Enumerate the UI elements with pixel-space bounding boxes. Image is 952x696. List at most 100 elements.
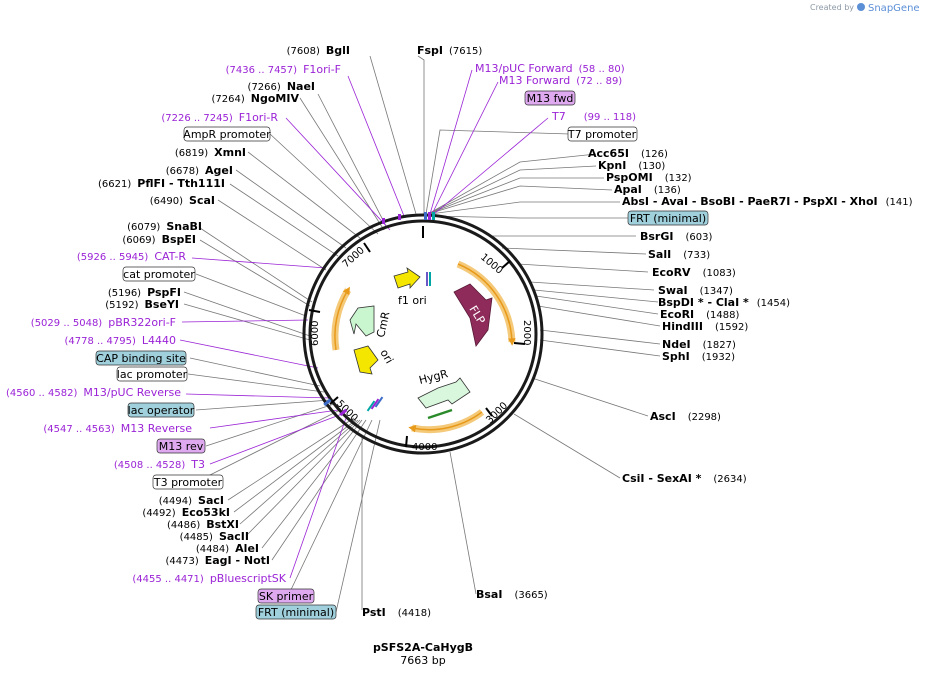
tick-marks <box>308 226 526 448</box>
site-ecorv: EcoRV(1083) <box>652 266 736 279</box>
leader-t3 <box>209 413 343 465</box>
feature-label-cmr: CmR <box>374 310 392 339</box>
box-label-frt-minimal-top: FRT (minimal) <box>630 212 706 225</box>
site-acc65i: Acc65I(126) <box>588 147 668 160</box>
feature-label-ori: ori <box>377 347 395 366</box>
box-label-lac-promoter: lac promoter <box>117 368 188 381</box>
site-eco53ki: (4492)Eco53kI <box>142 506 230 519</box>
leader-lines <box>183 55 661 613</box>
snapgene-logo: Created by SnapGene <box>810 3 920 14</box>
site-csii-sexai: CsiI - SexAI *(2634) <box>622 472 747 485</box>
primer-f1ori-r: (7226 .. 7245)F1ori-R <box>161 111 278 124</box>
feature-hygr: HygR <box>417 367 471 420</box>
box-ampr-promoter <box>183 126 271 142</box>
primer-l4440: (4778 .. 4795)L4440 <box>64 334 176 347</box>
tick-7000: 7000 <box>341 245 367 270</box>
site-pflfi: (6621)PflFI - Tth111I <box>98 177 225 190</box>
primer-lines <box>179 69 549 579</box>
leader-m13puc-fwd <box>429 69 473 215</box>
primer-m13-reverse: (4547 .. 4563)M13 Reverse <box>43 422 192 435</box>
primer-t3: (4508 .. 4528)T3 <box>114 458 205 471</box>
site-bsai: BsaI(3665) <box>476 588 548 601</box>
box-label-m13-fwd: M13 fwd <box>527 92 574 105</box>
small-feature-bars <box>323 212 435 417</box>
site-snabi: (6079)SnaBI <box>127 220 202 233</box>
tick-3000: 3000 <box>484 400 510 426</box>
site-eagi-noti: (4473)EagI - NotI <box>165 554 270 567</box>
primer-m13puc-forward: M13/pUC Forward(58 .. 80) <box>475 62 625 75</box>
box-label-sk-primer: SK primer <box>259 590 314 603</box>
leader-bgli <box>369 55 417 215</box>
site-bstxi: (4486)BstXI <box>167 518 239 531</box>
box-cat-promoter <box>122 266 196 282</box>
tick-1000: 1000 <box>478 252 505 277</box>
box-m13-rev <box>156 438 206 454</box>
feature-label-f1ori: f1 ori <box>398 294 427 307</box>
orange-features <box>331 260 516 434</box>
leader-f1ori-f <box>347 75 405 217</box>
site-saci: (4494)SacI <box>159 494 224 507</box>
site-apai: ApaI(136) <box>614 183 681 196</box>
plasmid-backbone <box>302 213 544 455</box>
box-lac-operator <box>127 402 195 418</box>
box-t3-promoter <box>152 474 224 490</box>
site-sacii: (4485)SacII <box>180 530 249 543</box>
box-label-frt-minimal-bottom: FRT (minimal) <box>258 606 334 619</box>
box-m13-fwd <box>524 90 576 106</box>
site-ndei: NdeI(1827) <box>662 338 736 351</box>
leader-frt-top <box>431 215 628 219</box>
site-ngomiv: (7264)NgoMIV <box>212 92 300 105</box>
site-xmni: (6819)XmnI <box>175 146 246 159</box>
snapgene-icon <box>857 3 865 11</box>
site-alei: (4484)AleI <box>196 542 259 555</box>
plasmid-name: pSFS2A-CaHygB <box>373 641 473 654</box>
primer-m13puc-reverse: (4560 .. 4582)M13/pUC Reverse <box>6 386 181 399</box>
box-sk-primer <box>257 588 315 604</box>
site-swai: SwaI(1347) <box>658 284 733 297</box>
site-absi-group: AbsI - AvaI - BsoBI - PaeR7I - PspXI - X… <box>622 195 913 208</box>
site-bspei: (6069)BspEI <box>122 233 196 246</box>
primer-pbr322ori-f: (5029 .. 5048)pBR322ori-F <box>31 316 176 329</box>
primer-f1ori-f: (7436 .. 7457)F1ori-F <box>226 63 341 76</box>
primer-m13-forward: M13 Forward(72 .. 89) <box>499 74 622 87</box>
snapgene-brand-text: SnapGene <box>868 3 920 14</box>
box-cap-binding-site <box>95 350 187 366</box>
tick-4000: 4000 <box>412 442 437 453</box>
leader-m13-forward <box>431 81 499 215</box>
site-ecori: EcoRI(1488) <box>660 308 740 321</box>
plasmid-size: 7663 bp <box>400 654 445 667</box>
primer-t7: T7(99 .. 118) <box>551 110 636 123</box>
site-pspomi: PspOMI(132) <box>606 171 692 184</box>
leader-l4440 <box>179 339 319 369</box>
site-scai: (6490)ScaI <box>150 194 215 207</box>
created-by-text: Created by <box>810 3 854 12</box>
primer-cat-r: (5926 .. 5945)CAT-R <box>77 250 186 263</box>
site-hindiii: HindIII(1592) <box>662 320 748 333</box>
leader-t7 <box>433 117 549 215</box>
leader-t7-promoter <box>425 129 571 215</box>
box-lac-promoter <box>116 366 188 382</box>
primer-pbluescriptsk: (4455 .. 4471)pBluescriptSK <box>132 572 286 585</box>
site-bsrgi: BsrGI(603) <box>640 230 712 243</box>
site-psti: PstI(4418) <box>362 606 431 619</box>
leader-f1ori-r <box>285 117 391 231</box>
box-frt-minimal-bottom <box>255 604 337 620</box>
box-label-cat-promoter: cat promoter <box>123 268 195 281</box>
box-t7-promoter <box>567 126 638 142</box>
site-sphi: SphI(1932) <box>662 350 735 363</box>
site-asci: AscI(2298) <box>650 410 721 423</box>
box-label-m13-rev: M13 rev <box>159 440 204 453</box>
leader-fspi <box>417 55 425 214</box>
leader-m13-reverse <box>209 409 339 429</box>
site-kpni: KpnI(130) <box>598 159 665 172</box>
site-agei: (6678)AgeI <box>166 164 233 177</box>
site-sali: SalI(733) <box>648 248 710 261</box>
site-fspi: FspI(7615) <box>417 44 482 57</box>
tick-6000: 6000 <box>310 321 321 346</box>
box-frt-minimal-top <box>627 210 709 226</box>
box-label-t3-promoter: T3 promoter <box>153 476 223 489</box>
feature-ori: ori <box>353 345 396 375</box>
site-bspdi-clai: BspDI * - ClaI *(1454) <box>658 296 790 309</box>
